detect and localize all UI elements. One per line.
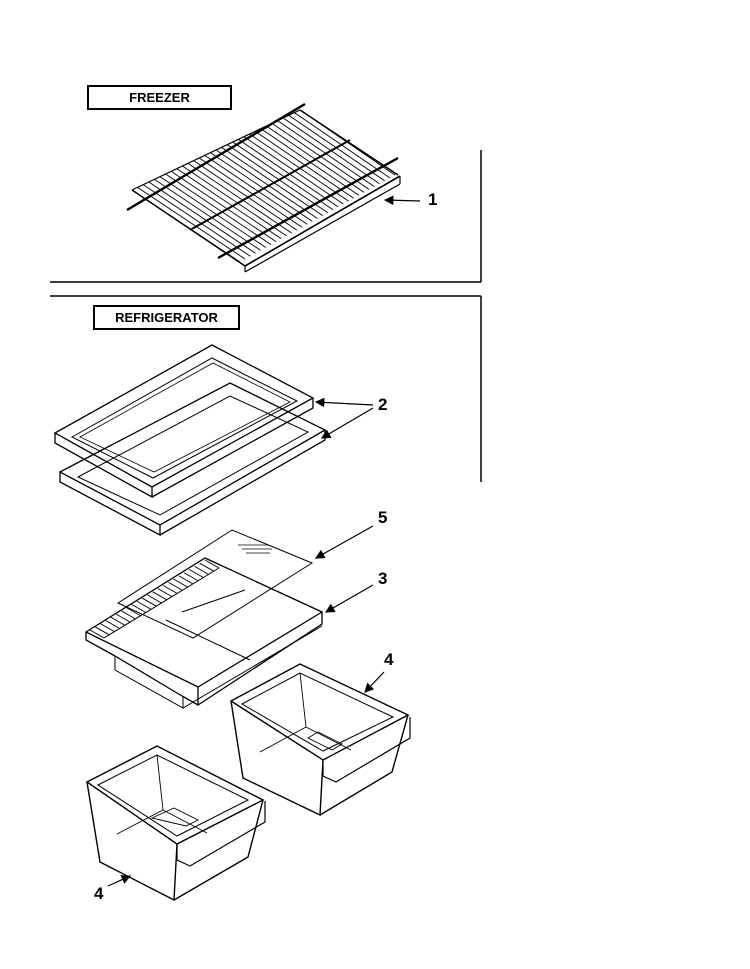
drawing-stroke xyxy=(243,136,344,205)
drawing-stroke xyxy=(194,565,209,575)
drawing-stroke xyxy=(89,629,105,639)
drawing-stroke xyxy=(100,623,115,633)
callout-4-right: 4 xyxy=(384,650,394,669)
drawing-stroke xyxy=(137,186,246,260)
drawing-stroke xyxy=(182,165,287,237)
crisper-drawer-right-illustration xyxy=(229,663,411,817)
leader-4-left xyxy=(107,875,132,887)
drawing-stroke xyxy=(282,117,380,185)
drawing-stroke xyxy=(152,591,167,601)
drawing-stroke xyxy=(254,130,354,199)
drawing-stroke xyxy=(159,176,267,248)
callout-4-left: 4 xyxy=(94,884,104,903)
drawing-stroke xyxy=(131,189,246,267)
leader-3 xyxy=(324,584,374,613)
leader-1 xyxy=(383,195,421,206)
callout-1: 1 xyxy=(428,190,438,209)
drawing-stroke xyxy=(176,168,282,240)
crisper-glass-illustration xyxy=(116,529,314,639)
drawing-stroke xyxy=(154,178,261,251)
refrigerator-section-label: REFRIGERATOR xyxy=(93,305,240,330)
drawing-stroke xyxy=(238,138,339,208)
refrigerator-section-frame xyxy=(50,295,482,482)
drawing-stroke xyxy=(198,157,303,228)
drawing-stroke xyxy=(126,607,141,617)
drawing-stroke xyxy=(288,114,385,182)
drawing-stroke xyxy=(142,597,157,607)
drawing-stroke xyxy=(103,567,220,639)
drawing-stroke xyxy=(121,610,136,620)
drawing-stroke xyxy=(178,575,194,585)
leader-4-right xyxy=(364,671,385,693)
drawing-stroke xyxy=(199,562,214,572)
drawing-stroke xyxy=(260,128,360,196)
drawing-stroke xyxy=(277,120,375,187)
callout-3: 3 xyxy=(378,569,388,588)
drawing-stroke xyxy=(110,616,126,626)
drawing-stroke xyxy=(165,173,272,245)
drawing-stroke xyxy=(299,109,399,176)
drawing-stroke xyxy=(204,154,308,225)
drawing-stroke xyxy=(142,184,251,257)
freezer-section-label: FREEZER xyxy=(87,85,232,110)
leader-2b xyxy=(320,407,374,439)
freezer-section-frame xyxy=(50,150,482,283)
drawing-stroke xyxy=(244,175,401,267)
wire-shelf-illustration xyxy=(126,102,401,273)
drawing-stroke xyxy=(271,122,370,190)
drawing-stroke xyxy=(162,585,178,594)
drawing-stroke xyxy=(147,594,162,604)
drawing-stroke xyxy=(266,125,365,193)
drawing-stroke xyxy=(244,183,401,273)
drawing-stroke xyxy=(187,162,292,234)
callout-2: 2 xyxy=(378,395,388,414)
drawing-stroke xyxy=(136,600,152,610)
drawing-stroke xyxy=(157,588,173,598)
drawing-stroke xyxy=(170,170,277,243)
drawing-stroke xyxy=(168,581,183,591)
crisper-drawer-left-illustration xyxy=(85,745,266,902)
drawing-stroke xyxy=(232,141,334,211)
drawing-stroke xyxy=(204,559,220,569)
drawing-stroke xyxy=(105,620,120,629)
drawing-stroke xyxy=(193,160,298,231)
drawing-stroke xyxy=(148,181,256,254)
drawing-stroke xyxy=(217,156,399,260)
drawing-stroke xyxy=(249,133,349,202)
drawing-stroke xyxy=(115,613,131,623)
drawing-stroke xyxy=(294,112,391,179)
drawing-stroke xyxy=(183,572,199,582)
drawing-stroke xyxy=(131,604,147,613)
drawing-stroke xyxy=(95,626,110,636)
drawing-stroke xyxy=(221,146,323,216)
leader-5 xyxy=(314,525,374,559)
drawing-stroke xyxy=(189,569,204,578)
drawing-stroke xyxy=(210,152,313,222)
drawing-stroke xyxy=(215,149,318,219)
glass-shelf-illustration xyxy=(53,344,327,537)
callout-5: 5 xyxy=(378,508,388,527)
leader-2a xyxy=(314,397,374,408)
crisper-frame-illustration xyxy=(84,557,324,709)
drawing-stroke xyxy=(226,144,329,214)
drawing-stroke xyxy=(173,578,188,588)
